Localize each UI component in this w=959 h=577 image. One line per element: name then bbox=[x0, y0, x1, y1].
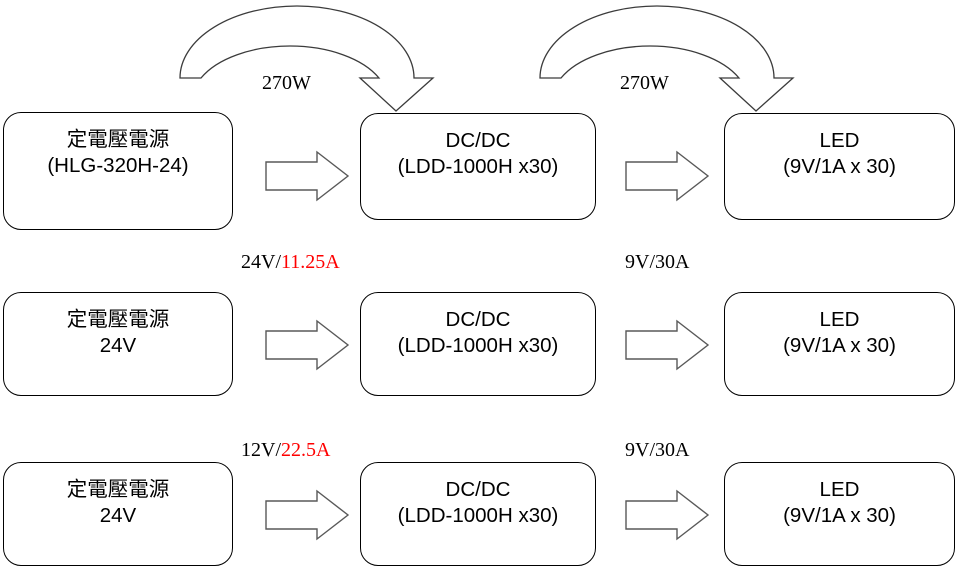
row3-source-box: 定電壓電源 24V bbox=[3, 462, 233, 566]
row2-converter-line2: (LDD-1000H x30) bbox=[397, 334, 559, 358]
row2-load-line1: LED bbox=[819, 308, 860, 331]
row3-load-box: LED (9V/1A x 30) bbox=[724, 462, 955, 566]
row2-label-right: 9V/30A bbox=[625, 251, 690, 273]
block-right-arrow-icon-r2a bbox=[265, 319, 350, 371]
row1-source-line2: (HLG-320H-24) bbox=[47, 154, 189, 178]
row3-label-left-current: 22.5A bbox=[281, 439, 331, 461]
row2-load-box: LED (9V/1A x 30) bbox=[724, 292, 955, 396]
row3-label-left-voltage: 12V/ bbox=[241, 439, 281, 461]
curved-down-arrow-icon-2 bbox=[539, 5, 795, 112]
row1-curve-label-left: 270W bbox=[262, 72, 311, 94]
row2-label-left-voltage: 24V/ bbox=[241, 251, 281, 273]
row2-load-line2: (9V/1A x 30) bbox=[783, 334, 896, 358]
row1-source-box: 定電壓電源 (HLG-320H-24) bbox=[3, 112, 233, 230]
row2-source-line1: 定電壓電源 bbox=[66, 308, 170, 331]
row2-source-box: 定電壓電源 24V bbox=[3, 292, 233, 396]
block-right-arrow-icon-r3a bbox=[265, 489, 350, 541]
row1-curve-label-right: 270W bbox=[620, 72, 669, 94]
block-right-arrow-icon-r1b bbox=[625, 150, 710, 202]
row3-source-line1: 定電壓電源 bbox=[66, 478, 170, 501]
row3-converter-line1: DC/DC bbox=[445, 478, 511, 501]
row3-label-right: 9V/30A bbox=[625, 439, 690, 461]
row1-converter-line1: DC/DC bbox=[445, 129, 511, 152]
row1-load-box: LED (9V/1A x 30) bbox=[724, 113, 955, 220]
row3-load-line2: (9V/1A x 30) bbox=[783, 504, 896, 528]
row2-label-left-current: 11.25A bbox=[281, 251, 340, 273]
row1-load-line1: LED bbox=[819, 129, 860, 152]
row3-source-line2: 24V bbox=[99, 504, 137, 528]
row3-load-line1: LED bbox=[819, 478, 860, 501]
block-right-arrow-icon-r2b bbox=[625, 319, 710, 371]
row2-converter-box: DC/DC (LDD-1000H x30) bbox=[360, 292, 596, 396]
block-right-arrow-icon-r1a bbox=[265, 150, 350, 202]
row3-converter-box: DC/DC (LDD-1000H x30) bbox=[360, 462, 596, 566]
curved-down-arrow-icon-1 bbox=[179, 5, 435, 112]
block-right-arrow-icon-r3b bbox=[625, 489, 710, 541]
row1-load-line2: (9V/1A x 30) bbox=[783, 155, 896, 179]
row3-label-left: 12V/22.5A bbox=[241, 439, 330, 462]
row1-converter-box: DC/DC (LDD-1000H x30) bbox=[360, 113, 596, 220]
row1-converter-line2: (LDD-1000H x30) bbox=[397, 155, 559, 179]
row3-converter-line2: (LDD-1000H x30) bbox=[397, 504, 559, 528]
row2-converter-line1: DC/DC bbox=[445, 308, 511, 331]
row1-source-line1: 定電壓電源 bbox=[66, 128, 170, 151]
row2-label-left: 24V/11.25A bbox=[241, 251, 340, 274]
row2-source-line2: 24V bbox=[99, 334, 137, 358]
